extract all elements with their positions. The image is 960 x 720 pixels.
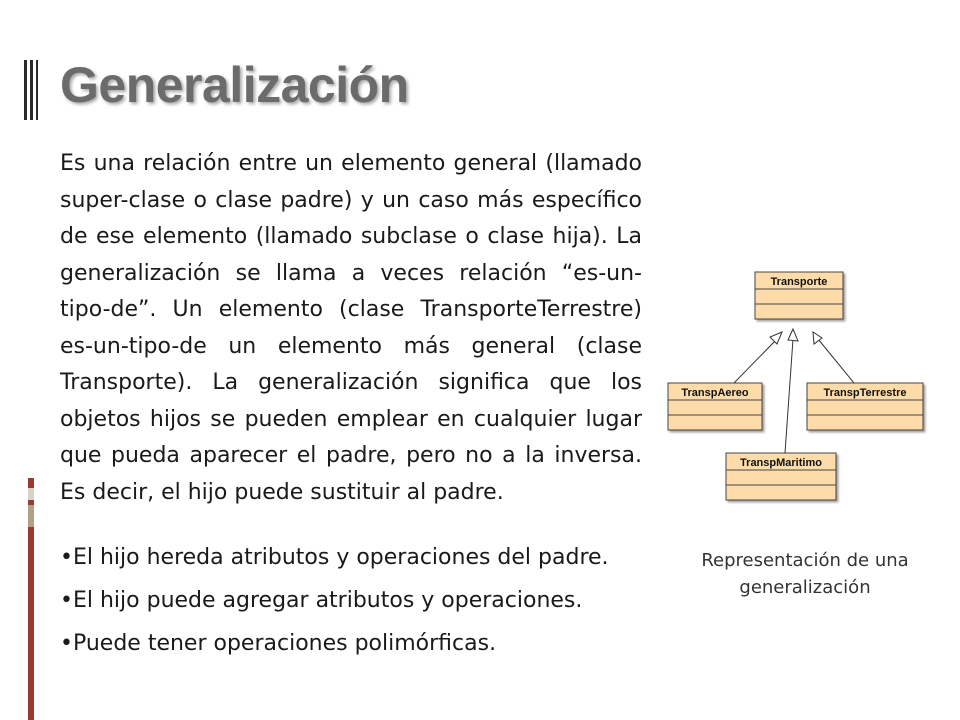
class-name: TranspTerrestre bbox=[824, 387, 907, 399]
class-name: TranspAereo bbox=[681, 387, 749, 399]
left-accent-square bbox=[28, 505, 34, 527]
class-box-transporte: Transporte bbox=[754, 271, 844, 320]
diagram-caption: Representación de una generalización bbox=[701, 550, 909, 598]
uml-generalization-diagram: Transporte TranspAereo TranspTerrestre T… bbox=[667, 271, 924, 501]
bullet-item: •El hijo hereda atributos y operaciones … bbox=[60, 545, 609, 570]
bullet-item: •El hijo puede agregar atributos y opera… bbox=[60, 588, 583, 613]
class-box-transpaereo: TranspAereo bbox=[667, 382, 763, 431]
class-box-transpterrestre: TranspTerrestre bbox=[806, 382, 924, 431]
slide-title: Generalización bbox=[60, 57, 409, 113]
class-name: Transporte bbox=[771, 276, 828, 288]
left-accent-rule bbox=[28, 478, 34, 720]
generalization-arrows bbox=[733, 327, 855, 454]
left-accent-square bbox=[28, 488, 34, 500]
class-box-transpmaritimo: TranspMaritimo bbox=[725, 452, 837, 501]
left-accent-square bbox=[28, 478, 34, 490]
bullet-item: •Puede tener operaciones polimórficas. bbox=[60, 631, 497, 656]
bullet-list: •El hijo hereda atributos y operaciones … bbox=[60, 541, 642, 670]
class-name: TranspMaritimo bbox=[740, 457, 822, 469]
definition-paragraph: Es una relación entre un elemento genera… bbox=[60, 151, 642, 505]
